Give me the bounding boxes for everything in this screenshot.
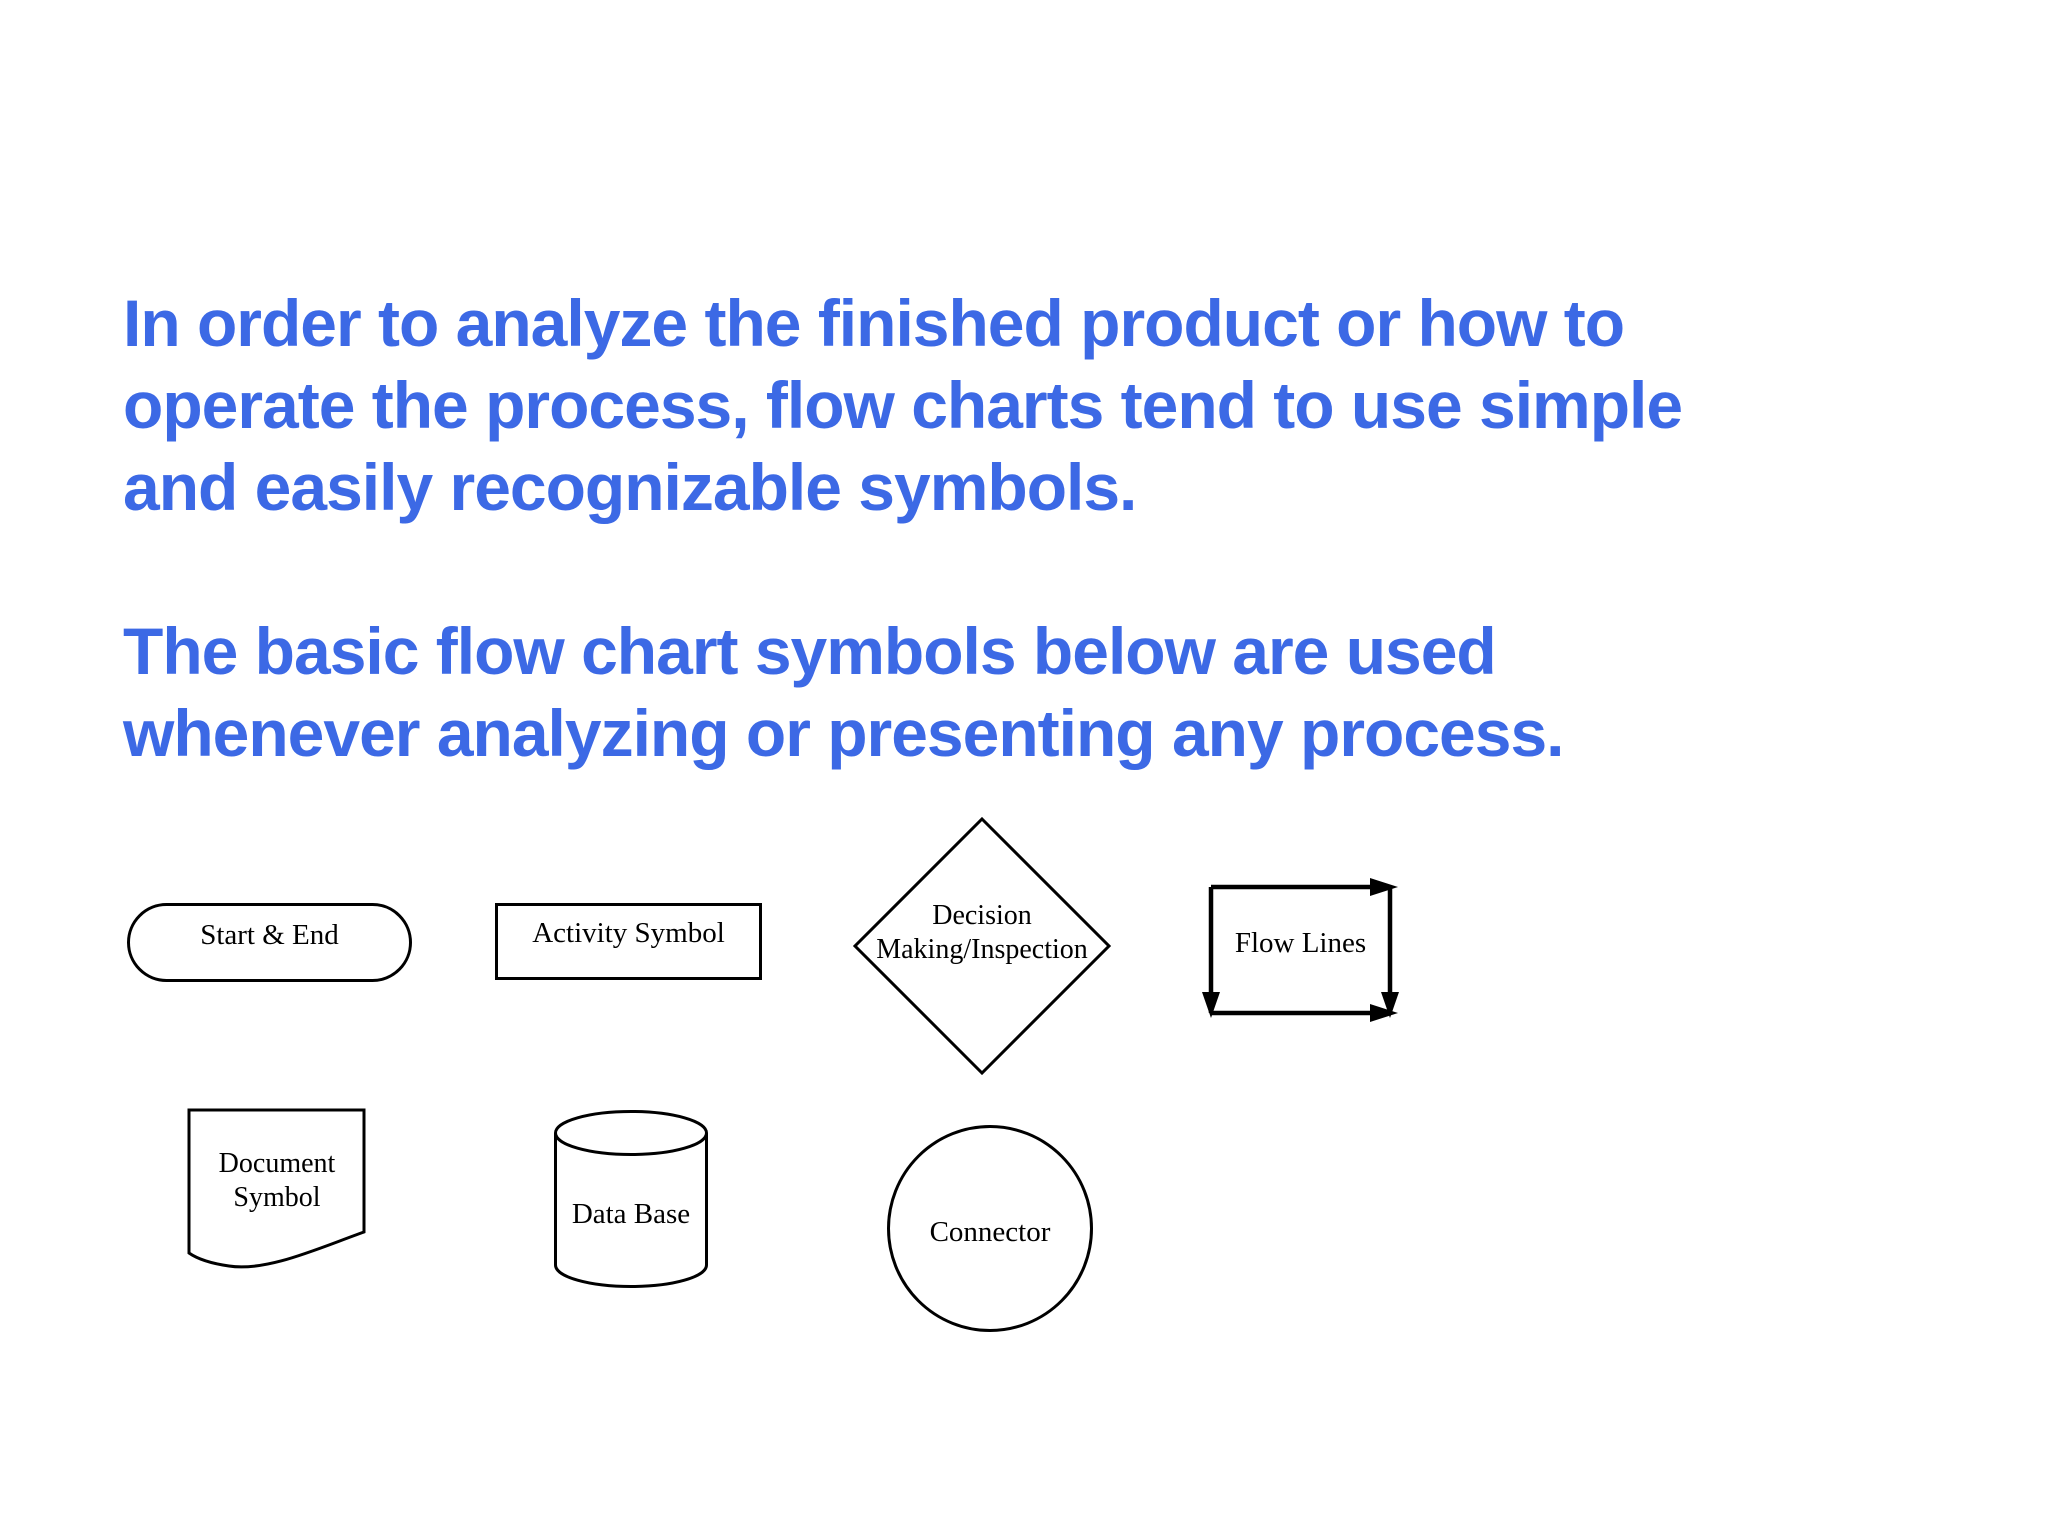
text-line: operate the process, flow charts tend to…: [123, 368, 1683, 442]
symbol-label: Decision Making/Inspection: [853, 899, 1111, 967]
label-line: Decision: [932, 900, 1032, 931]
diamond-shape: [853, 817, 1111, 1075]
label-line: Document: [218, 1148, 336, 1179]
symbol-database: Data Base: [554, 1109, 708, 1289]
symbol-label: Data Base: [571, 1198, 691, 1230]
text-line: In order to analyze the finished product…: [123, 286, 1625, 360]
symbol-decision: Decision Making/Inspection: [853, 817, 1111, 1075]
cylinder-shape: [554, 1110, 708, 1288]
document-shape: [187, 1108, 366, 1269]
symbol-start-end: Start & End: [127, 903, 412, 982]
circle-shape: [887, 1125, 1093, 1332]
symbol-label: Document Symbol: [187, 1147, 367, 1215]
symbol-flow-lines: Flow Lines: [1200, 876, 1410, 1036]
label-line: Symbol: [233, 1182, 321, 1213]
symbol-label: Flow Lines: [1234, 927, 1367, 959]
symbols-paragraph: The basic flow chart symbols below are u…: [123, 610, 1682, 774]
symbol-connector: Connector: [887, 1125, 1093, 1332]
symbol-activity: Activity Symbol: [495, 903, 762, 980]
text-line: The basic flow chart symbols below are u…: [123, 614, 1497, 688]
text-line: whenever analyzing or presenting any pro…: [123, 696, 1564, 770]
symbol-label: Start & End: [200, 919, 339, 951]
symbol-document: Document Symbol: [187, 1108, 367, 1280]
heading-text-block: In order to analyze the finished product…: [123, 282, 1683, 856]
flow-lines-shape: [1202, 878, 1399, 1022]
rectangle-shape: [495, 903, 762, 980]
stadium-shape: [127, 903, 412, 982]
symbol-label: Activity Symbol: [532, 917, 725, 949]
symbol-label: Connector: [929, 1216, 1051, 1248]
label-line: Making/Inspection: [876, 934, 1088, 965]
intro-paragraph: In order to analyze the finished product…: [123, 282, 1683, 528]
text-line: and easily recognizable symbols.: [123, 450, 1137, 524]
